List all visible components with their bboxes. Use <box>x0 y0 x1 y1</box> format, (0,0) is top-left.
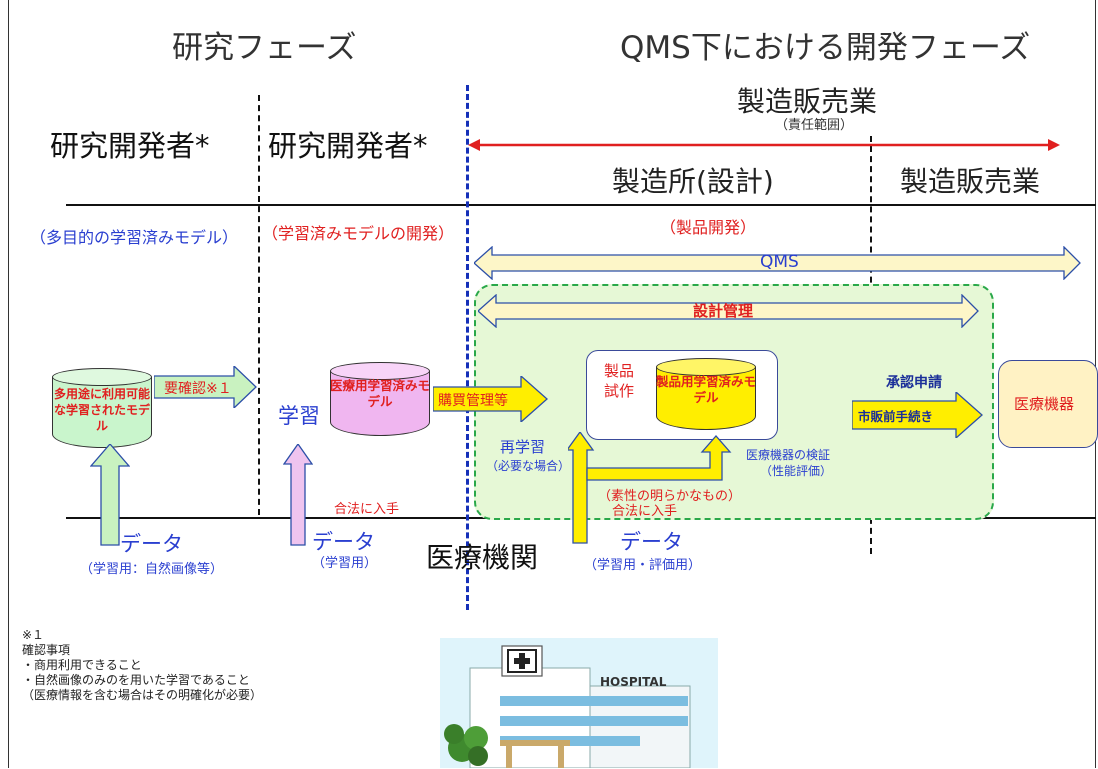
developer-label-1: 研究開発者* <box>50 129 210 163</box>
qms-double-arrow <box>474 246 1081 280</box>
learning-label: 学習 <box>278 404 320 428</box>
multi-purpose-stage: （多目的の学習済みモデル） <box>30 228 239 247</box>
data-up-arrow-2 <box>283 444 313 546</box>
confirm-needed-label: 要確認※１ <box>164 381 232 397</box>
trained-dev-stage: （学習済みモデルの開発） <box>262 224 455 243</box>
legal-acquire-label-1: 合法に入手 <box>334 502 400 517</box>
purchase-arrow <box>433 376 548 422</box>
design-control-label: 設計管理 <box>693 302 754 320</box>
data-sub-3: （学習用・評価用） <box>584 558 702 573</box>
premarket-label: 市販前手続き <box>858 409 934 424</box>
research-phase-title: 研究フェーズ <box>172 30 357 66</box>
qms-label: QMS <box>760 252 799 272</box>
medical-device-label: 医療機器 <box>1014 395 1075 413</box>
mah-right-label: 製造販売業 <box>900 165 1041 198</box>
note-mark: ※１ <box>22 628 45 642</box>
product-dev-stage: （製品開発） <box>660 218 757 237</box>
medical-model-cylinder: 医療用学習済みモデル <box>330 362 430 436</box>
responsibility-label: （責任範囲） <box>775 118 854 133</box>
upper-divider-line <box>66 204 1096 206</box>
general-model-label: 多用途に利用可能な学習されたモデル <box>53 387 150 433</box>
approval-label: 承認申請 <box>886 375 942 391</box>
hospital-illustration: HOSPITAL <box>440 638 718 768</box>
data-sub-1: （学習用：自然画像等） <box>80 562 224 577</box>
data-label-2: データ <box>312 530 375 554</box>
qms-phase-title: QMS下における開発フェーズ <box>620 30 1031 66</box>
verification-label-1: 医療機器の検証 <box>746 448 831 462</box>
known-origin-label: （素性の明らかなもの） <box>598 489 742 504</box>
phase-divider-1 <box>258 95 260 515</box>
data-up-arrow-3 <box>568 432 732 544</box>
hospital-sign: HOSPITAL <box>600 675 667 689</box>
relearning-label: 再学習 <box>500 438 546 456</box>
developer-label-2: 研究開発者* <box>268 129 428 163</box>
purchase-control-label: 購買管理等 <box>438 393 508 409</box>
responsibility-range-arrow <box>468 139 1060 151</box>
note-title: 確認事項 <box>22 643 71 657</box>
qms-boundary-line <box>466 85 469 610</box>
legal-acquire-label-2: 合法に入手 <box>612 504 678 519</box>
data-label-1: データ <box>120 532 183 556</box>
manufacturing-site-label: 製造所(設計) <box>612 165 774 198</box>
product-model-cylinder: 製品用学習済みモデル <box>656 358 756 430</box>
medical-device-box <box>998 360 1098 448</box>
mah-top-label: 製造販売業 <box>737 85 878 118</box>
data-label-3: データ <box>620 530 683 554</box>
prototype-label: 製品試作 <box>604 362 635 400</box>
confirm-arrow <box>154 366 257 408</box>
if-needed-label: （必要な場合） <box>486 459 571 473</box>
note-item-1: ・商用利用できること <box>22 658 142 672</box>
product-model-label: 製品用学習済みモデル <box>656 374 757 405</box>
verification-label-2: （性能評価） <box>760 464 833 478</box>
general-model-cylinder: 多用途に利用可能な学習されたモデル <box>52 368 152 448</box>
data-up-arrow-1 <box>90 444 130 546</box>
medical-model-label: 医療用学習済みモデル <box>330 378 431 409</box>
medical-institution-label: 医療機関 <box>426 541 539 574</box>
data-sub-2: （学習用） <box>312 556 378 571</box>
design-control-double-arrow <box>478 294 979 328</box>
note-item-2: ・自然画像のみのを用いた学習であること <box>22 673 250 687</box>
note-item-3: （医療情報を含む場合はその明確化が必要） <box>22 688 263 702</box>
premarket-arrow <box>852 392 983 438</box>
